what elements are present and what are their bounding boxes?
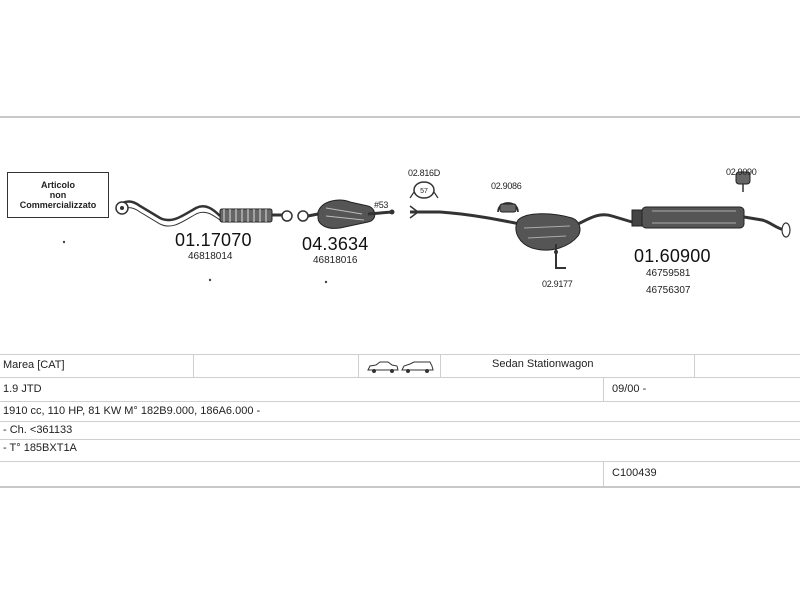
catalyst-oe: 46818016 xyxy=(313,255,358,266)
note-line-3: Commercializzato xyxy=(19,200,97,210)
stationwagon-icon xyxy=(401,361,434,373)
chassis: - Ch. <361133 xyxy=(3,424,73,436)
rubber-mount-rear-icon[interactable] xyxy=(735,171,751,192)
table-row-code: C100439 xyxy=(0,462,800,488)
clamp-number[interactable]: 02.816D xyxy=(408,168,440,178)
sedan-icon xyxy=(367,361,399,373)
rubber-mount-icon[interactable] xyxy=(497,202,519,213)
bracket-number[interactable]: 02.9177 xyxy=(542,279,573,289)
note-line-2: non xyxy=(49,190,67,200)
rear-section-number[interactable]: 01.60900 xyxy=(634,246,711,266)
column-divider xyxy=(358,355,359,377)
catalyst-number[interactable]: 04.3634 xyxy=(302,234,369,254)
front-pipe-oe: 46818014 xyxy=(188,251,233,262)
catalyst-tag: #53 xyxy=(374,200,389,210)
clamp-icon[interactable]: 57 xyxy=(409,181,439,199)
car-body-icons xyxy=(367,361,434,373)
front-pipe-drawing[interactable] xyxy=(115,200,293,227)
marker-dot xyxy=(62,240,66,244)
column-divider xyxy=(603,462,604,486)
rear-section-oe-2: 46756307 xyxy=(646,285,691,296)
model-name: Marea [CAT] xyxy=(3,359,65,371)
clamp-label: 57 xyxy=(420,188,428,195)
front-pipe-number[interactable]: 01.17070 xyxy=(175,230,252,250)
table-row-type: - T° 185BXT1A xyxy=(0,440,800,462)
column-divider xyxy=(440,355,441,377)
production-date: 09/00 - xyxy=(612,383,647,395)
table-row-model: Marea [CAT] Sedan Stationwagon xyxy=(0,354,800,378)
vehicle-type: - T° 185BXT1A xyxy=(3,442,77,454)
catalyst-drawing[interactable] xyxy=(297,199,395,229)
exhaust-system-diagram: 57 xyxy=(62,171,791,284)
engine-specs: 1910 cc, 110 HP, 81 KW M° 182B9.000, 186… xyxy=(3,405,261,417)
rear-section-drawing[interactable] xyxy=(631,206,791,238)
table-row-specs: 1910 cc, 110 HP, 81 KW M° 182B9.000, 186… xyxy=(0,402,800,422)
column-divider xyxy=(694,355,695,377)
not-available-note: Articolo non Commercializzato xyxy=(7,172,109,218)
marker-dot xyxy=(324,280,328,284)
catalog-code: C100439 xyxy=(612,467,657,479)
rear-section-oe-1: 46759581 xyxy=(646,268,691,279)
mount-number[interactable]: 02.9086 xyxy=(491,181,522,191)
marker-dot xyxy=(208,278,212,282)
bracket-icon[interactable] xyxy=(554,244,566,269)
column-divider xyxy=(193,355,194,377)
table-row-chassis: - Ch. <361133 xyxy=(0,422,800,440)
column-divider xyxy=(603,378,604,401)
engine: 1.9 JTD xyxy=(3,383,42,395)
table-row-engine: 1.9 JTD 09/00 - xyxy=(0,378,800,402)
middle-section-drawing[interactable] xyxy=(409,205,633,251)
body-types: Sedan Stationwagon xyxy=(492,358,594,370)
top-divider xyxy=(0,116,800,118)
note-line-1: Articolo xyxy=(40,180,75,190)
rear-mount-number[interactable]: 02.9090 xyxy=(726,167,757,177)
